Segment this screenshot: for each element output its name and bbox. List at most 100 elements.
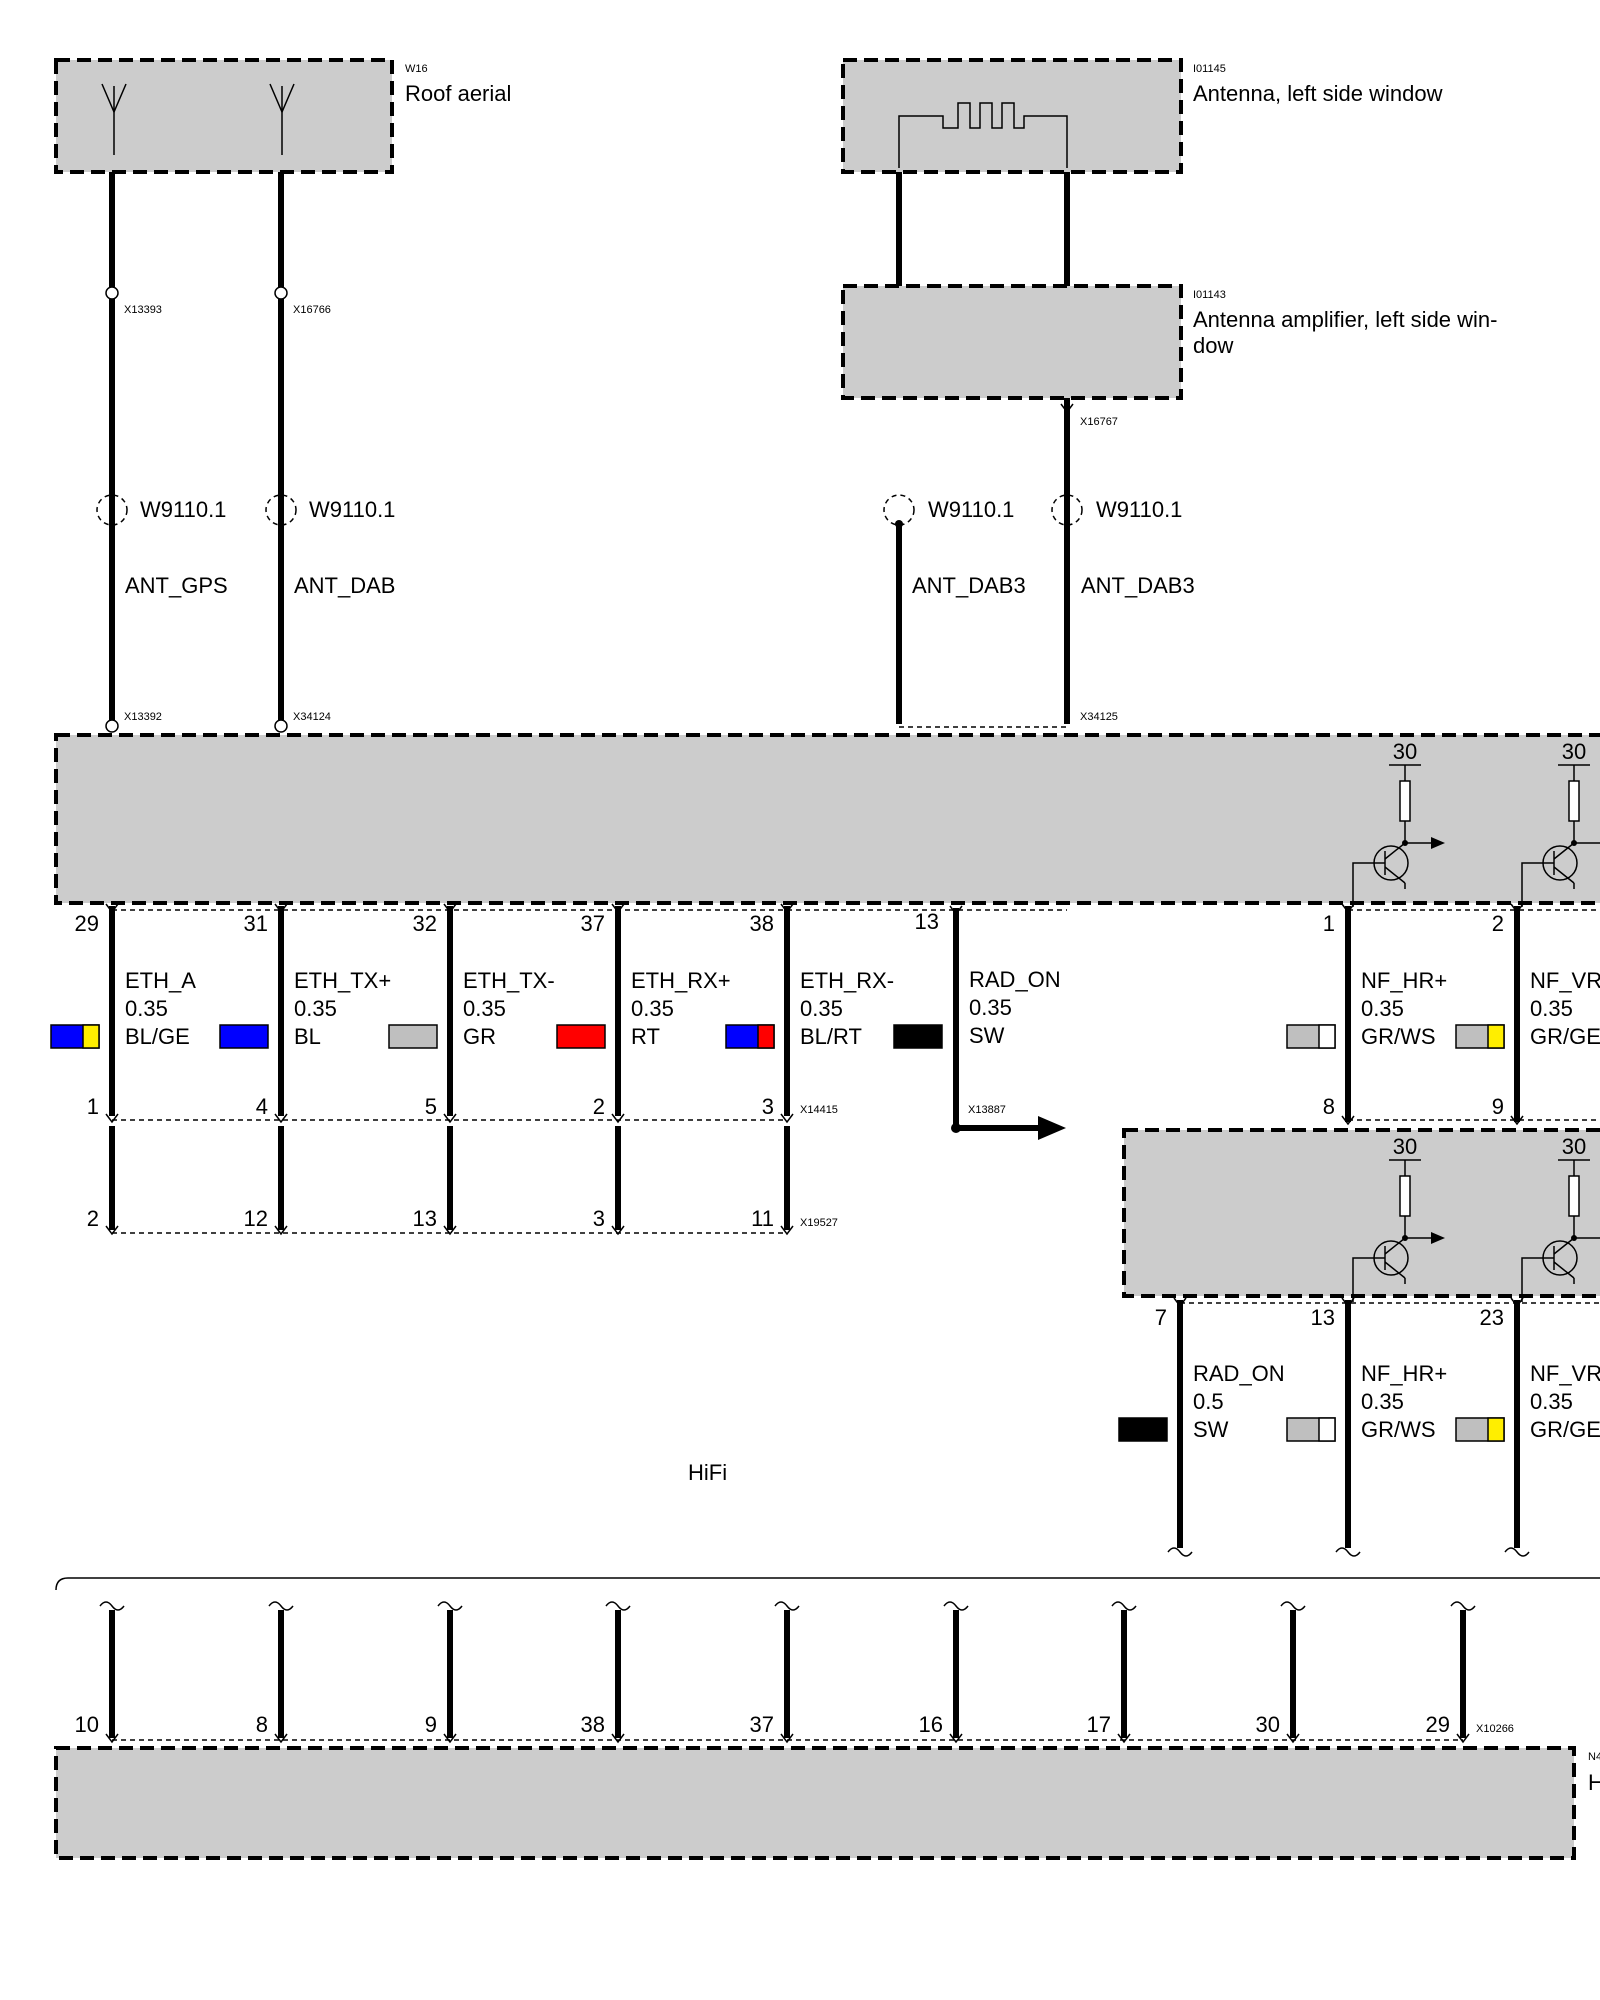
wire-color-swatch xyxy=(1118,1417,1168,1442)
connector-id: X16766 xyxy=(293,304,331,316)
pin-number: 7 xyxy=(1155,1305,1167,1330)
component-id-i01143: I01143 xyxy=(1193,289,1226,301)
component-id-n4: N4 xyxy=(1588,1751,1600,1763)
pin-number: 3 xyxy=(593,1206,605,1231)
wire-signal-name: NF_VR xyxy=(1530,968,1600,993)
pin-number: 38 xyxy=(750,911,774,936)
aerial-icon xyxy=(101,83,127,155)
supply-label: 30 xyxy=(1393,1134,1417,1159)
wire-size: 0.35 xyxy=(800,996,843,1021)
transistor-driver: 30 xyxy=(1521,1134,1600,1302)
hifi-input-wires: 10 8 9 38 37 16 17 30 29 xyxy=(75,1601,1476,1744)
pin-number: 13 xyxy=(1311,1305,1335,1330)
pin-number: 13 xyxy=(413,1206,437,1231)
roof-aerial-component: W16 Roof aerial xyxy=(54,58,511,174)
pin-number: 1 xyxy=(1323,911,1335,936)
wire-signal-name: ETH_TX- xyxy=(463,968,555,993)
wire-signal-name: ETH_TX+ xyxy=(294,968,391,993)
transistor-driver: 30 xyxy=(1521,739,1600,907)
pin-number: 31 xyxy=(244,911,268,936)
wire-color-swatch xyxy=(893,1024,943,1049)
wire-signal-name: NF_VR xyxy=(1530,1361,1600,1386)
antenna-grid-icon xyxy=(898,102,1068,168)
wire-size: 0.35 xyxy=(125,996,168,1021)
wire-color-swatch xyxy=(388,1024,438,1049)
connector-id: X13887 xyxy=(968,1104,1006,1116)
hifi-wire: 10 xyxy=(75,1601,125,1744)
wire-signal-name: RAD_ON xyxy=(1193,1361,1285,1386)
hifi-wire: 8 xyxy=(256,1601,294,1744)
pin-number: 30 xyxy=(1256,1712,1280,1737)
pin-number: 29 xyxy=(1426,1712,1450,1737)
pin-number: 32 xyxy=(413,911,437,936)
wire-color-swatch xyxy=(556,1024,606,1049)
connector-id: X13392 xyxy=(124,711,162,723)
wire-signal-name: NF_HR+ xyxy=(1361,968,1447,993)
pin-number: 37 xyxy=(750,1712,774,1737)
pin-number: 38 xyxy=(581,1712,605,1737)
pin-number: 8 xyxy=(1323,1094,1335,1119)
wire-size: 0.35 xyxy=(294,996,337,1021)
wire-color-swatch xyxy=(1455,1024,1505,1049)
shield-label: W9110.1 xyxy=(309,497,395,522)
hifi-wire: 37 xyxy=(750,1601,800,1744)
hifi-wire: 38 xyxy=(581,1601,631,1744)
wire-color-swatch xyxy=(1286,1024,1336,1049)
transistor-driver: 30 xyxy=(1352,1134,1445,1302)
antenna-wire-gps xyxy=(96,172,128,733)
wire-signal-name: ETH_A xyxy=(125,968,196,993)
wire-color-code: BL xyxy=(294,1024,321,1049)
connector-id: X13393 xyxy=(124,304,162,316)
wire-size: 0.35 xyxy=(463,996,506,1021)
wire-size: 0.35 xyxy=(1530,996,1573,1021)
pin-number: 2 xyxy=(1492,911,1504,936)
pin-number: 9 xyxy=(425,1712,437,1737)
wire-size: 0.35 xyxy=(1361,1389,1404,1414)
wire-size: 0.5 xyxy=(1193,1389,1224,1414)
pin-number: 12 xyxy=(244,1206,268,1231)
wire-color-code: GR/WS xyxy=(1361,1024,1436,1049)
wire-color-swatch xyxy=(219,1024,269,1049)
wire-color-code: GR/GE xyxy=(1530,1417,1600,1442)
hifi-wire: 17 xyxy=(1087,1601,1137,1744)
component-name-amplifier-cont: dow xyxy=(1193,333,1233,358)
connector-id: X19527 xyxy=(800,1217,838,1229)
wire-signal-name: ANT_DAB3 xyxy=(1081,573,1195,598)
shield-label: W9110.1 xyxy=(928,497,1014,522)
component-name-amplifier: Antenna amplifier, left side win- xyxy=(1193,307,1498,332)
wire-color-code: SW xyxy=(969,1023,1005,1048)
wire-size: 0.35 xyxy=(1361,996,1404,1021)
rad-on-wire: 13 RAD_ON 0.35 SW X13887 xyxy=(893,905,1066,1140)
pin-number: 9 xyxy=(1492,1094,1504,1119)
antenna-wire-dab3 xyxy=(1051,398,1083,724)
connector-id: X34124 xyxy=(293,711,331,723)
wire-signal-name: ETH_RX+ xyxy=(631,968,731,993)
connector-id: X10266 xyxy=(1476,1723,1514,1735)
hifi-unit-module xyxy=(54,1746,1576,1860)
wire-color-code: GR/GE xyxy=(1530,1024,1600,1049)
hifi-label: HiFi xyxy=(688,1460,727,1485)
connector-id: X16767 xyxy=(1080,416,1118,428)
wire-signal-name: ANT_DAB xyxy=(294,573,395,598)
wire-color-code: GR xyxy=(463,1024,496,1049)
pin-number: 5 xyxy=(425,1094,437,1119)
antenna-wire-dab3-open xyxy=(883,494,915,724)
component-name-roof-aerial: Roof aerial xyxy=(405,81,511,106)
main-control-module xyxy=(54,733,1600,905)
pin-number: 4 xyxy=(256,1094,268,1119)
antenna-amplifier-component: I01143 Antenna amplifier, left side win-… xyxy=(841,284,1498,400)
pin-number: 1 xyxy=(87,1094,99,1119)
hifi-wire: 16 xyxy=(919,1601,969,1744)
wire-color-swatch xyxy=(725,1024,775,1049)
harness-bracket xyxy=(55,1577,1600,1591)
pin-number: 23 xyxy=(1480,1305,1504,1330)
pin-number: 17 xyxy=(1087,1712,1111,1737)
wire-color-code: SW xyxy=(1193,1417,1229,1442)
